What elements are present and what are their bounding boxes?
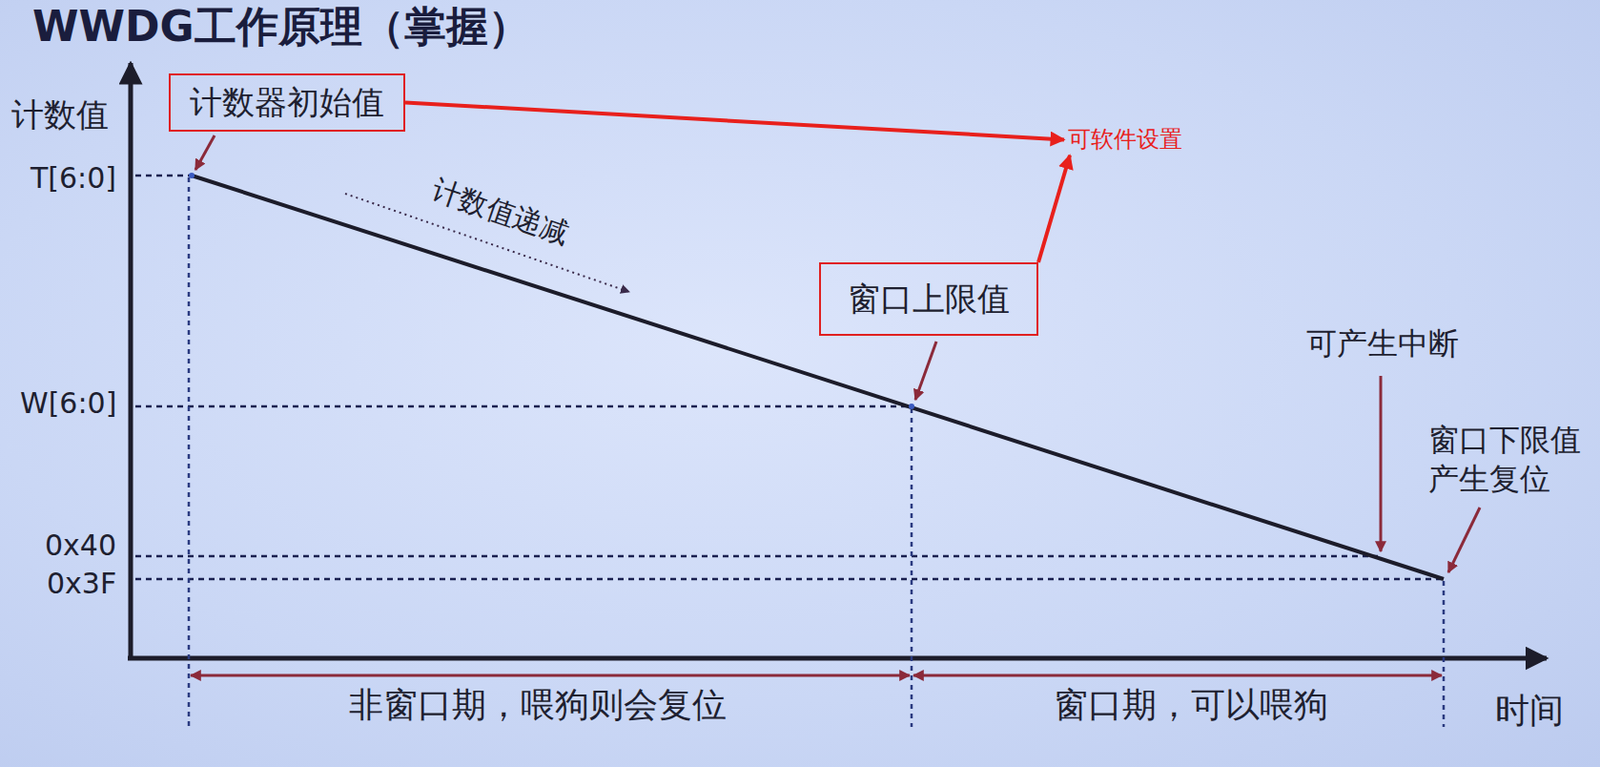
period-label: 非窗口期，喂狗则会复位 <box>348 683 727 725</box>
leader-arrows <box>195 135 1480 573</box>
tick-label: 0x40 <box>44 528 117 563</box>
axis-title: 计数值 <box>11 95 109 135</box>
trend-label: 计数值递减 <box>427 172 575 252</box>
tick-label: T[6:0] <box>30 161 117 196</box>
pointer-arrow <box>405 102 1065 140</box>
pointer-arrow <box>1038 155 1070 263</box>
window-dot <box>908 403 915 410</box>
counter-line <box>191 175 1444 579</box>
node-text: 窗口上限值 <box>847 279 1010 319</box>
callout-box: 窗口上限值 <box>819 262 1039 336</box>
interrupt-note: 可产生中断 <box>1306 325 1459 362</box>
tick-label: W[6:0] <box>20 386 117 421</box>
dashed-verticals <box>188 177 1444 727</box>
x-axis <box>127 656 1547 661</box>
period-arrows <box>190 674 1442 677</box>
start-dot <box>188 172 195 179</box>
node-text: 可软件设置 <box>1067 125 1183 154</box>
callout-box: 计数器初始值 <box>168 73 406 132</box>
reset-note: 窗口下限值 产生复位 <box>1428 420 1591 500</box>
node-text: 计数器初始值 <box>189 82 385 123</box>
dashed-guides <box>135 175 1444 579</box>
tick-label: 0x3F <box>46 566 117 601</box>
period-label: 窗口期，可以喂狗 <box>1053 683 1329 725</box>
note-text-node: 可软件设置 <box>1066 125 1185 154</box>
page-title: WWDG工作原理（掌握） <box>32 1 531 53</box>
axis-title: 时间 <box>1495 689 1564 731</box>
y-axis <box>128 62 134 660</box>
